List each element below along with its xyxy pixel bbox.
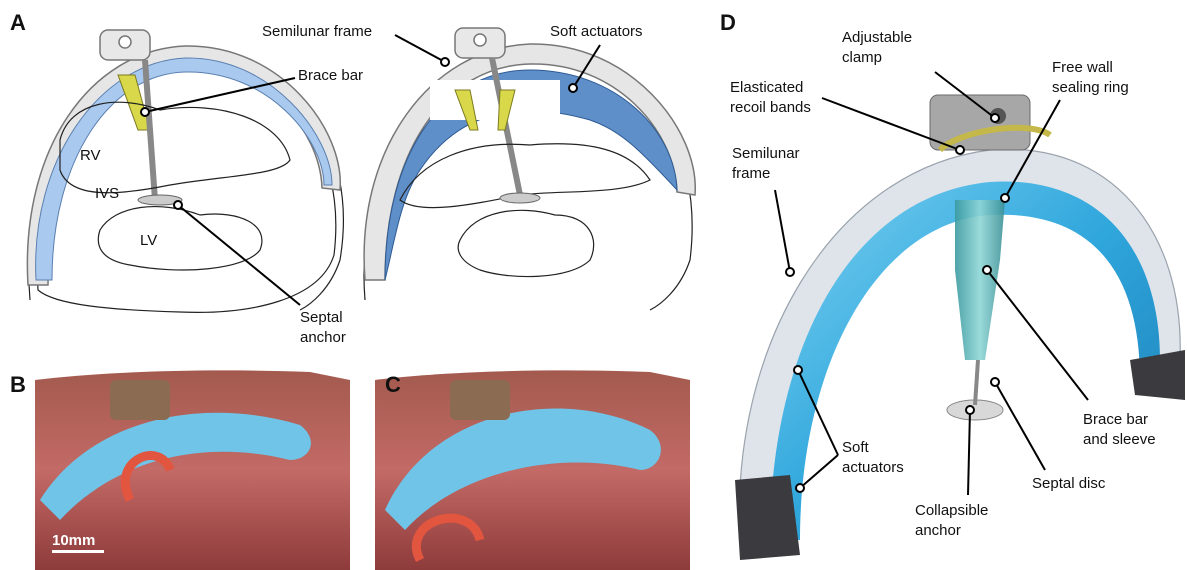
adjustable-clamp-photo: [930, 95, 1030, 150]
dot-soft-actuators-d-1: [794, 366, 802, 374]
leader-brace-bar-sleeve: [987, 270, 1088, 400]
label-semilunar-frame-d-line1: Semilunar: [732, 145, 800, 162]
label-semilunar-frame-d-line2: frame: [732, 165, 770, 182]
label-septal-anchor-line2: anchor: [300, 329, 346, 346]
label-collapsible-line2: anchor: [915, 522, 961, 539]
label-soft-actuators: Soft actuators: [550, 23, 643, 40]
dot-septal-anchor: [174, 201, 182, 209]
dot-soft-actuators: [569, 84, 577, 92]
panel-letter-b: B: [10, 372, 26, 397]
dot-septal-disc: [991, 378, 999, 386]
label-adjustable-clamp-line1: Adjustable: [842, 29, 912, 46]
panel-a: A RV IVS LV: [10, 10, 695, 346]
label-adjustable-clamp-line2: clamp: [842, 49, 882, 66]
photo-b-clamp: [110, 380, 170, 420]
scale-bar: [52, 550, 104, 553]
clamp-hole-left: [119, 36, 131, 48]
panel-c: C: [375, 370, 690, 570]
heart-diagram-passive: [27, 30, 343, 312]
panel-letter-d: D: [720, 10, 736, 35]
dot-brace-bar: [141, 108, 149, 116]
panel-b: 10mm B: [10, 370, 350, 570]
label-septal-anchor-line1: Septal: [300, 309, 343, 326]
label-free-wall-line2: sealing ring: [1052, 79, 1129, 96]
dot-collapsible-anchor: [966, 406, 974, 414]
label-collapsible-line1: Collapsible: [915, 502, 988, 519]
dot-adjustable-clamp: [991, 114, 999, 122]
label-semilunar-frame: Semilunar frame: [262, 23, 372, 40]
dot-semilunar-frame-d: [786, 268, 794, 276]
brace-sleeve-photo: [955, 200, 1005, 360]
label-free-wall-line1: Free wall: [1052, 59, 1113, 76]
leader-soft-actuators-d-2: [800, 455, 838, 488]
label-brace-bar: Brace bar: [298, 67, 363, 84]
dot-semilunar-frame: [441, 58, 449, 66]
lv-cavity-left: [98, 207, 262, 270]
label-soft-actuators-d-line1: Soft: [842, 439, 870, 456]
septal-anchor-right: [500, 193, 540, 203]
panel-letter-c: C: [385, 372, 401, 397]
label-ivs: IVS: [95, 185, 119, 202]
leader-semilunar-frame-d: [775, 190, 790, 272]
semilunar-frame-left: [27, 46, 340, 285]
label-elasticated-line2: recoil bands: [730, 99, 811, 116]
dot-free-wall-ring: [1001, 194, 1009, 202]
dot-brace-bar-sleeve: [983, 266, 991, 274]
panel-d: D: [720, 10, 1185, 560]
frame-end-cap-right: [1130, 350, 1185, 400]
leader-septal-anchor: [178, 205, 300, 305]
label-rv: RV: [80, 147, 101, 164]
frame-end-cap-left: [735, 475, 800, 560]
leader-collapsible-anchor: [968, 410, 970, 495]
brace-rod-photo: [975, 360, 978, 405]
label-brace-bar-sleeve-line1: Brace bar: [1083, 411, 1148, 428]
label-soft-actuators-d-line2: actuators: [842, 459, 904, 476]
leader-semilunar-frame: [395, 35, 445, 62]
label-brace-bar-sleeve-line2: and sleeve: [1083, 431, 1156, 448]
leader-septal-disc: [995, 382, 1045, 470]
scale-bar-label: 10mm: [52, 532, 95, 549]
dot-soft-actuators-d-2: [796, 484, 804, 492]
heart-diagram-actuated: [364, 28, 695, 310]
panel-letter-a: A: [10, 10, 26, 35]
lv-cavity-right: [458, 210, 593, 276]
clamp-hole-right: [474, 34, 486, 46]
dot-recoil-bands: [956, 146, 964, 154]
label-elasticated-line1: Elasticated: [730, 79, 803, 96]
label-lv: LV: [140, 232, 157, 249]
photo-c-clamp: [450, 380, 510, 420]
label-septal-disc: Septal disc: [1032, 475, 1106, 492]
